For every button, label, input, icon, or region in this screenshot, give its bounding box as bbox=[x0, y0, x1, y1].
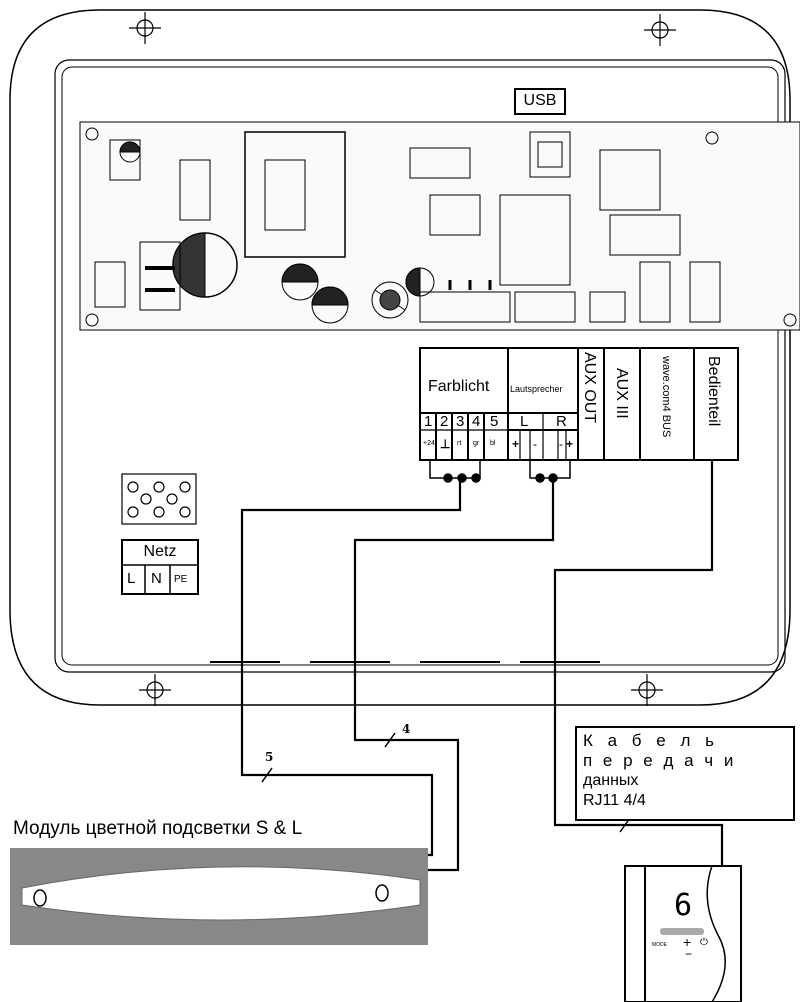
speaker-pol-4: + bbox=[566, 437, 574, 451]
farblicht-pin-2: 2 bbox=[440, 413, 449, 430]
farblicht-pin-3: 3 bbox=[456, 413, 465, 430]
module-label: Модуль цветной подсветки S & L bbox=[13, 818, 303, 839]
housing-inner-rim bbox=[54, 59, 786, 673]
netz-pin-l: L bbox=[127, 570, 136, 587]
data-cable-line-4: RJ11 4/4 bbox=[583, 792, 646, 809]
speaker-channel-l: L bbox=[520, 413, 529, 430]
speaker-pol-2: - bbox=[533, 437, 537, 451]
panel-power: ⏻ bbox=[700, 937, 708, 948]
terminal-strip bbox=[419, 347, 739, 461]
farblicht-pin-1: 1 bbox=[424, 413, 433, 430]
data-cable-line-2: п е р е д а ч и bbox=[583, 751, 737, 770]
farblicht-mark-5: bl bbox=[490, 440, 496, 447]
farblicht-mark-3: rt bbox=[457, 440, 462, 447]
speaker-pol-1: + bbox=[512, 437, 520, 451]
speaker-pol-3: - bbox=[559, 437, 563, 451]
mount-crosshairs bbox=[129, 12, 676, 706]
farblicht-mark-2: ⊥ bbox=[440, 437, 451, 451]
lautsprecher-title: Lautsprecher bbox=[510, 384, 563, 394]
data-cable-box bbox=[575, 726, 795, 821]
farblicht-title: Farblicht bbox=[428, 378, 490, 395]
panel-display: 6 bbox=[674, 888, 693, 923]
farblicht-pin-5: 5 bbox=[490, 413, 499, 430]
data-cable-line-3: данных bbox=[583, 772, 639, 789]
aux-out-label: AUX OUT bbox=[581, 352, 598, 424]
speaker-channel-r: R bbox=[556, 413, 567, 430]
housing-inner-rim-2 bbox=[61, 66, 779, 666]
bedienteil-label: Bedienteil bbox=[705, 356, 722, 427]
farblicht-pin-4: 4 bbox=[472, 413, 481, 430]
usb-label: USB bbox=[523, 92, 557, 109]
panel-minus: − bbox=[685, 947, 693, 961]
netz-title: Netz bbox=[143, 543, 177, 560]
farblicht-mark-4: gr bbox=[473, 440, 480, 447]
farblicht-mark-1: +24 bbox=[423, 440, 435, 447]
netz-terminal bbox=[121, 473, 199, 595]
circuit-board bbox=[79, 121, 800, 331]
wires bbox=[240, 460, 724, 872]
control-panel bbox=[624, 865, 742, 1002]
netz-pin-n: N bbox=[151, 570, 162, 587]
terminal-screws bbox=[429, 460, 571, 483]
aux-iii-label: AUX III bbox=[613, 368, 630, 419]
light-module bbox=[10, 848, 428, 945]
speaker-wire-count: 4 bbox=[402, 722, 411, 736]
wave-bus-label: wave.com4 BUS bbox=[660, 356, 672, 438]
panel-plus: + bbox=[683, 934, 692, 950]
light-wire-count: 5 bbox=[265, 750, 274, 764]
wire-count-ticks bbox=[261, 732, 631, 833]
panel-mode: MODE bbox=[652, 942, 667, 948]
data-cable-line-1: К а б е л ь bbox=[583, 731, 719, 750]
netz-pin-pe: PE bbox=[174, 574, 188, 585]
usb-label-box bbox=[514, 88, 566, 115]
